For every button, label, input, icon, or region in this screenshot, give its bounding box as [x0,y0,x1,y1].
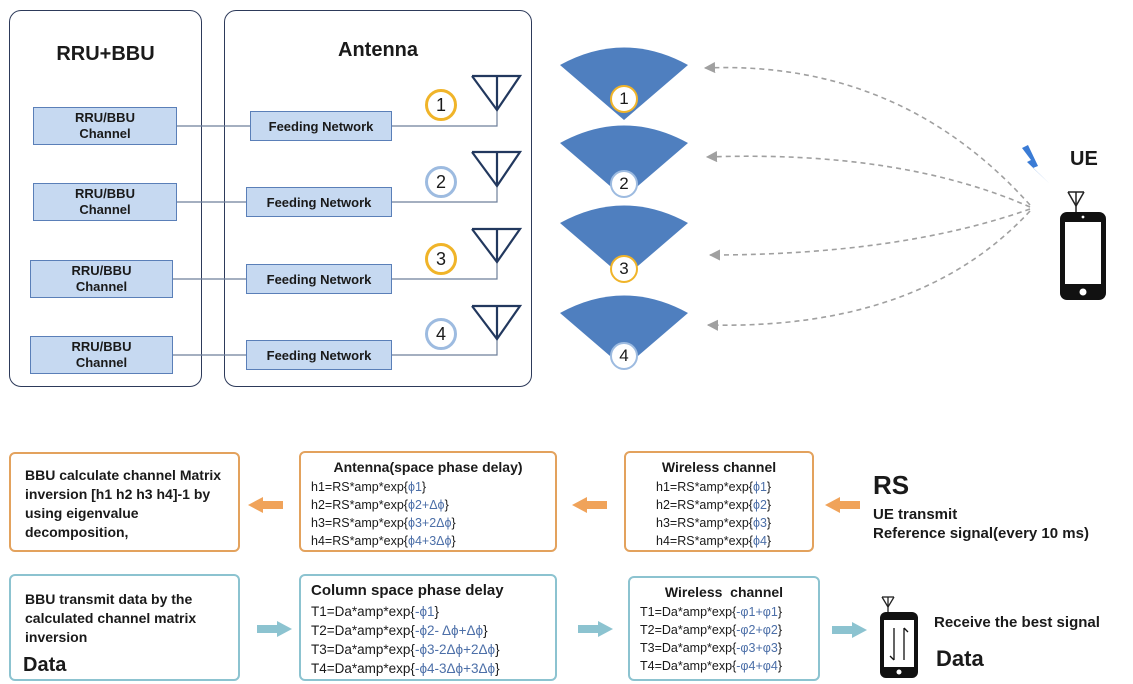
feeding-network-1: Feeding Network [250,111,392,141]
feeding-network-3: Feeding Network [246,264,392,294]
antenna-title: Antenna [338,39,418,61]
wireless-uplink-eq-1: h1=RS*amp*exp{ϕ1} [656,480,772,494]
rs-desc-2: Reference signal(every 10 ms) [873,525,1089,542]
data-label-left: Data [23,654,67,676]
bbu-calc-text: BBU calculate channel Matrix inversion [… [25,467,222,540]
beam-number-4: 4 [610,342,638,370]
feeding-network-2: Feeding Network [246,187,392,217]
beam-sector-1 [560,47,688,120]
rs-desc-1: UE transmit [873,506,958,523]
ue-antenna-icon [1067,191,1085,215]
wireless-uplink-eq-4: h4=RS*amp*exp{ϕ4} [656,534,772,548]
beam-number-2: 2 [610,170,638,198]
antenna-number-3: 3 [425,243,457,275]
antenna-number-4: 4 [425,318,457,350]
dashed-arrow-beam-4 [706,210,1031,331]
data-label-right: Data [936,646,984,671]
dashed-arrow-beam-2 [705,151,1031,208]
antenna-eq-1: h1=RS*amp*exp{ϕ1} [311,480,427,494]
rru-bbu-channel-3: RRU/BBU Channel [30,260,173,298]
orange-arrow-2 [572,497,607,513]
feeding-network-4: Feeding Network [246,340,392,370]
teal-arrow-2 [578,621,613,637]
beam-number-3: 3 [610,255,638,283]
antenna-eq-3: h3=RS*amp*exp{ϕ3+2Δϕ} [311,516,456,530]
antenna-phase-title: Antenna(space phase delay) [333,459,523,475]
beam-sector-2 [560,125,688,198]
antenna-number-1: 1 [425,89,457,121]
antenna-number-2: 2 [425,166,457,198]
column-eq-3: T3=Da*amp*exp{-ϕ3-2Δϕ+2Δϕ} [311,642,500,657]
column-eq-1: T1=Da*amp*exp{-ϕ1} [311,604,440,619]
wireless-downlink-eq-4: T4=Da*amp*exp{-φ4+φ4} [640,659,783,673]
bbu-transmit-text: BBU transmit data by the calculated chan… [25,591,197,645]
wireless-uplink-title: Wireless channel [661,459,777,475]
beam-sector-3 [560,205,688,278]
ue-label: UE [1070,148,1098,170]
rru-bbu-title: RRU+BBU [56,43,155,65]
wireless-downlink-title: Wireless channel [664,584,784,600]
receiver-antenna-icon [881,596,895,614]
receive-label: Receive the best signal [934,614,1100,631]
teal-arrow-3 [832,622,867,638]
antenna-eq-2: h2=RS*amp*exp{ϕ2+Δϕ} [311,498,449,512]
receiver-phone-icon [880,612,918,678]
wireless-downlink-box: Wireless channel T1=Da*amp*exp{-φ1+φ1} T… [628,576,820,681]
wireless-uplink-eq-3: h3=RS*amp*exp{ϕ3} [656,516,772,530]
wireless-downlink-eq-3: T3=Da*amp*exp{-φ3+φ3} [640,641,783,655]
orange-arrow-1 [825,497,860,513]
wireless-uplink-box: Wireless channel h1=RS*amp*exp{ϕ1} h2=RS… [624,451,814,552]
column-eq-4: T4=Da*amp*exp{-ϕ4-3Δϕ+3Δϕ} [311,661,500,676]
dashed-arrow-beam-3 [708,208,1031,261]
lightning-icon [1022,145,1050,184]
bbu-calc-box: BBU calculate channel Matrix inversion [… [9,452,240,552]
column-eq-2: T2=Da*amp*exp{-ϕ2- Δϕ+Δϕ} [311,623,488,638]
wireless-downlink-eq-2: T2=Da*amp*exp{-φ2+φ2} [640,623,783,637]
antenna-phase-box: Antenna(space phase delay) h1=RS*amp*exp… [299,451,557,552]
bbu-transmit-box: BBU transmit data by the calculated chan… [9,574,240,681]
rs-title: RS [873,470,910,500]
dashed-arrow-beam-1 [703,61,1031,206]
antenna-eq-4: h4=RS*amp*exp{ϕ4+3Δϕ} [311,534,456,548]
wireless-uplink-eq-2: h2=RS*amp*exp{ϕ2} [656,498,772,512]
column-phase-box: Column space phase delay T1=Da*amp*exp{-… [299,574,557,681]
column-phase-title: Column space phase delay [311,582,504,599]
rru-bbu-channel-1: RRU/BBU Channel [33,107,177,145]
wireless-downlink-eq-1: T1=Da*amp*exp{-φ1+φ1} [640,605,783,619]
teal-arrow-1 [257,621,292,637]
beam-sector-4 [560,295,688,368]
beam-number-1: 1 [610,85,638,113]
orange-arrow-3 [248,497,283,513]
ue-phone-icon [1060,212,1106,300]
rru-bbu-channel-2: RRU/BBU Channel [33,183,177,221]
rru-bbu-channel-4: RRU/BBU Channel [30,336,173,374]
